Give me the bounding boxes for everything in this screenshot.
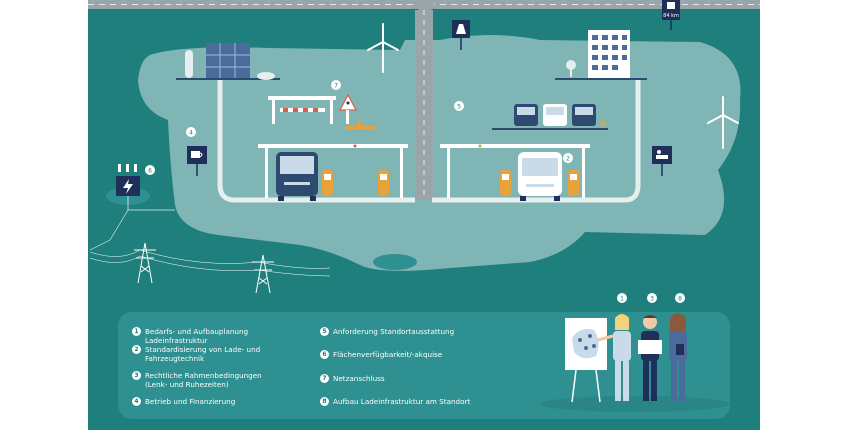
svg-text:2: 2 xyxy=(566,156,570,163)
presenter-person xyxy=(669,313,687,401)
distance-sign xyxy=(662,0,680,30)
presenter-person xyxy=(597,314,631,401)
coffee-sign xyxy=(187,146,207,176)
wind-turbine-icon xyxy=(707,96,739,149)
bus-icon xyxy=(492,104,608,130)
power-pylon-icon xyxy=(134,242,156,284)
legend-text: Rechtliche Rahmenbedingungen (Lenk- und … xyxy=(145,371,262,389)
legend-text: Betrieb und Finanzierung xyxy=(145,397,236,406)
legend-text: Netzanschluss xyxy=(333,374,385,383)
marker-6: 6 xyxy=(145,165,155,175)
marker-4: 4 xyxy=(186,127,196,137)
office-building xyxy=(176,43,280,80)
construction-cones xyxy=(345,118,375,129)
svg-text:4: 4 xyxy=(189,130,193,137)
bus-icon xyxy=(276,152,318,201)
barrier-gate xyxy=(268,96,336,124)
legend-number: 2 xyxy=(132,345,141,354)
hotel-building xyxy=(555,30,647,80)
map-board-icon xyxy=(565,318,607,403)
legend-number: 7 xyxy=(320,374,329,383)
presenter-marker-1: 1 xyxy=(617,293,627,303)
charging-station-icon xyxy=(322,170,389,196)
svg-text:8: 8 xyxy=(678,296,682,303)
highway-sign-icon xyxy=(452,20,470,50)
charging-station-icon xyxy=(500,170,579,196)
legend-number: 3 xyxy=(132,371,141,380)
charging-canopy-left xyxy=(258,144,408,198)
svg-text:3: 3 xyxy=(650,296,654,303)
legend-number: 4 xyxy=(132,397,141,406)
distance-sign-text: 84 km xyxy=(663,13,679,19)
legend-number: 6 xyxy=(320,350,329,359)
legend-text: Aufbau Ladeinfrastruktur am Standort xyxy=(333,397,471,406)
warning-sign-icon xyxy=(339,93,357,124)
svg-text:7: 7 xyxy=(334,83,338,90)
legend-number: 5 xyxy=(320,327,329,336)
svg-text:1: 1 xyxy=(620,296,624,303)
legend-text: Standardisierung von Lade- und Fahrzeugt… xyxy=(145,345,261,363)
legend-number: 1 xyxy=(132,327,141,336)
presenter-marker-3: 3 xyxy=(647,293,657,303)
presenter-marker-8: 8 xyxy=(675,293,685,303)
bus-icon xyxy=(518,152,562,201)
charging-canopy-right xyxy=(440,144,590,198)
legend-text: Flächenverfügbarkeit/-akquise xyxy=(333,350,443,359)
light-land-area xyxy=(138,35,741,271)
legend-text: Bedarfs- und Aufbauplanung Ladeinfrastru… xyxy=(145,327,249,345)
svg-text:5: 5 xyxy=(457,104,461,111)
presenter-person xyxy=(638,315,662,401)
legend-text: Anforderung Standortausstattung xyxy=(333,327,455,336)
bed-icon xyxy=(652,146,672,176)
marker-7: 7 xyxy=(331,80,341,90)
power-pylon-icon xyxy=(252,254,274,294)
legend-number: 8 xyxy=(320,397,329,406)
svg-text:6: 6 xyxy=(148,168,152,175)
wind-turbine-icon xyxy=(367,23,399,73)
marker-2: 2 xyxy=(563,153,573,163)
grid-connection-box xyxy=(116,164,140,196)
marker-5: 5 xyxy=(454,101,464,111)
